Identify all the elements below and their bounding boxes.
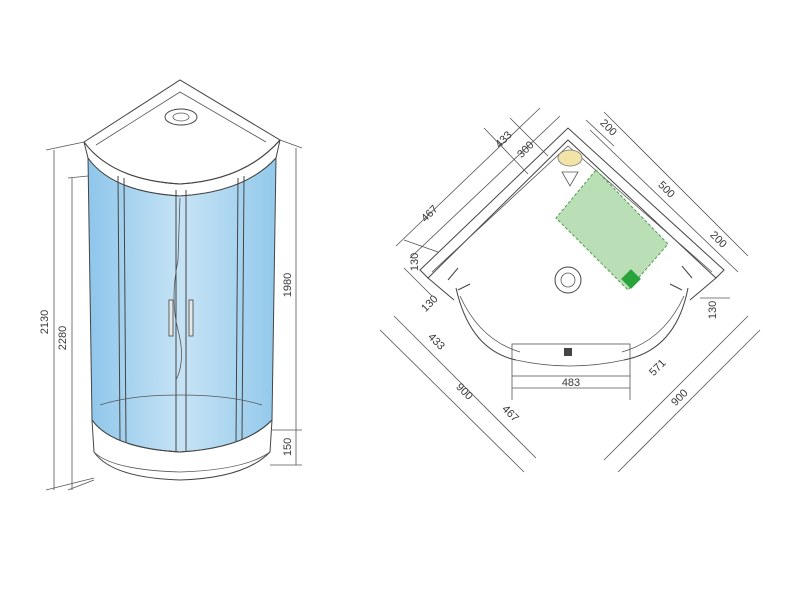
dim-bottom-left-433: 433 xyxy=(425,331,446,352)
dim-tray-height: 150 xyxy=(282,438,294,456)
plan-view: 433 300 200 500 200 467 130 130 130 433 … xyxy=(379,107,761,473)
door-opening xyxy=(511,343,631,377)
dim-right-130: 130 xyxy=(707,301,719,319)
rain-shower-head xyxy=(164,108,198,126)
dim-inner-height: 2280 xyxy=(57,326,69,350)
dim-bottom-left-467: 467 xyxy=(499,403,520,424)
drain-icon xyxy=(554,266,582,294)
seat-area xyxy=(555,169,669,291)
dim-bottom-right-571: 571 xyxy=(647,357,668,378)
elevation-view: 2130 2280 1980 150 xyxy=(39,79,303,491)
logo-icon xyxy=(621,269,641,289)
glass-walls xyxy=(87,156,277,453)
dim-left-130-bottom: 130 xyxy=(419,293,440,314)
dim-cabin-height: 1980 xyxy=(282,273,294,297)
plan-curved-door xyxy=(455,287,689,361)
dim-left-130-top: 130 xyxy=(409,253,421,271)
dim-top-left-433: 433 xyxy=(493,129,514,150)
dim-bottom-right-900: 900 xyxy=(669,387,690,408)
dim-right-500: 500 xyxy=(655,179,676,200)
dim-total-height: 2130 xyxy=(39,310,51,334)
cabin-roof xyxy=(83,79,281,185)
door-handle-right xyxy=(188,299,194,337)
lamp-icon xyxy=(557,149,583,167)
dim-right-200: 200 xyxy=(707,229,728,250)
shower-tray xyxy=(91,418,273,481)
dim-top-left-300: 300 xyxy=(515,139,536,160)
dim-top-right-200: 200 xyxy=(597,117,618,138)
shower-hose xyxy=(173,197,182,381)
door-handle-left xyxy=(168,299,174,337)
dim-bottom-left-900: 900 xyxy=(453,381,474,402)
dim-door-483: 483 xyxy=(562,377,580,389)
